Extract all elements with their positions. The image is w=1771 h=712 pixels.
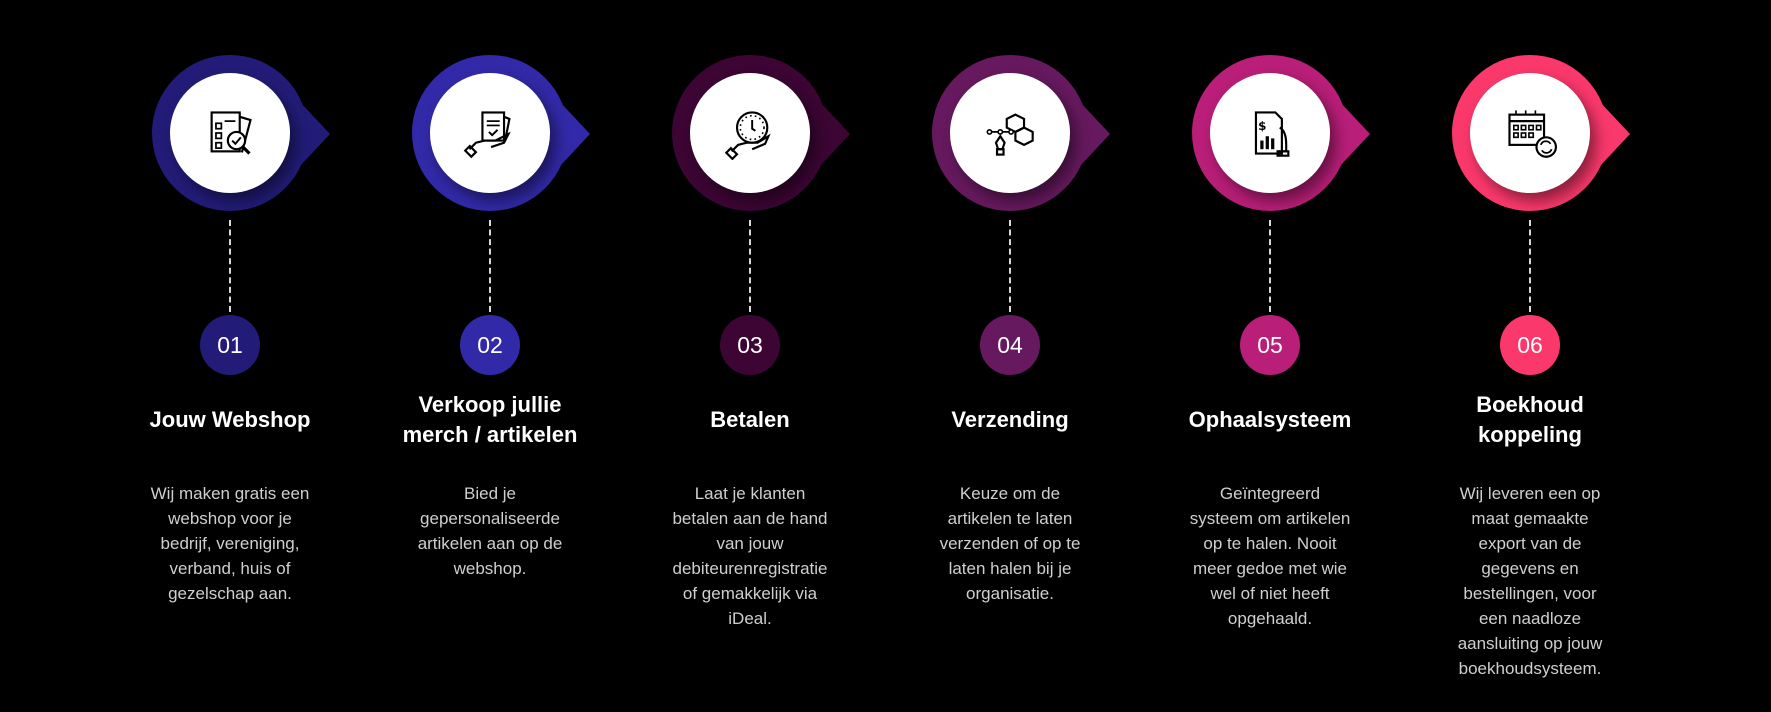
step-title: Jouw Webshop	[100, 405, 360, 435]
step-description-line: laten halen bij je	[948, 559, 1072, 578]
step-title: Verkoop jullie merch / artikelen	[360, 390, 620, 450]
step-description-line: wel of niet heeft	[1210, 584, 1330, 603]
step-description-line: opgehaald.	[1227, 609, 1313, 628]
step-description: Wij maken gratis een webshop voor je bedri…	[110, 481, 350, 606]
step-number: 05	[1240, 315, 1300, 375]
step-icon-ring	[152, 55, 308, 211]
step-description-line: artikelen aan op de	[417, 534, 563, 553]
step-description-line: verzenden of op te	[939, 534, 1081, 553]
step-description-line: betalen aan de hand	[672, 509, 828, 528]
step-description: Wij leveren een op maat gemaakte export va…	[1410, 481, 1650, 681]
step-title-line: merch / artikelen	[402, 422, 578, 447]
step-description-line: organisatie.	[966, 584, 1054, 603]
step-title-line: Verkoop jullie	[418, 392, 562, 417]
step-title-line: Verzending	[951, 407, 1069, 432]
step-description-line: bestellingen, voor	[1463, 584, 1597, 603]
step-description-line: iDeal.	[728, 609, 772, 628]
step-description-line: webshop voor je	[168, 509, 292, 528]
hand-clock-icon	[724, 111, 771, 160]
step-description-line: debiteurenregistratie	[672, 559, 828, 578]
step-title: Betalen	[620, 405, 880, 435]
step-title-line: Betalen	[710, 407, 790, 432]
step-description-line: gepersonaliseerde	[420, 509, 560, 528]
dashed-connector	[229, 220, 231, 312]
hand-financial-report-icon: $	[1254, 111, 1290, 157]
step-description-line: Keuze om de	[959, 484, 1061, 503]
step-description-line: bedrijf, vereniging,	[160, 534, 300, 553]
step-icon-circle	[430, 73, 550, 193]
step-description-line: webshop.	[453, 559, 527, 578]
step-title-line: Boekhoud	[1476, 392, 1584, 417]
dashed-connector	[1009, 220, 1011, 312]
step-number: 03	[720, 315, 780, 375]
step-icon-circle: $	[1210, 73, 1330, 193]
step-description-line: meer gedoe met wie	[1192, 559, 1348, 578]
step-description-line: Wij leveren een op	[1459, 484, 1601, 503]
step-title: Ophaalsysteem	[1140, 405, 1400, 435]
step-title: Verzending	[880, 405, 1140, 435]
step-title-line: Jouw Webshop	[149, 407, 311, 432]
step-description-line: Laat je klanten	[694, 484, 806, 503]
step-description-line: gezelschap aan.	[168, 584, 292, 603]
dashed-connector	[1269, 220, 1271, 312]
step-description-line: systeem om artikelen	[1189, 509, 1351, 528]
step-description-line: een naadloze	[1478, 609, 1582, 628]
pen-tool-cubes-icon	[986, 113, 1034, 156]
step-icon-ring	[1452, 55, 1608, 211]
step-icon-circle	[690, 73, 810, 193]
step-description-line: Geïntegreerd	[1219, 484, 1321, 503]
step-icon-ring	[412, 55, 568, 211]
step-description-line: Wij maken gratis een	[150, 484, 310, 503]
step-description-line: van jouw	[716, 534, 784, 553]
step-description-line: artikelen te laten	[947, 509, 1073, 528]
step-icon-ring: $	[1192, 55, 1348, 211]
document-search-icon	[210, 111, 252, 155]
step-description: Keuze om de artikelen te laten verzenden o…	[890, 481, 1130, 606]
step-description-line: gegevens en	[1481, 559, 1579, 578]
step-icon-circle	[1470, 73, 1590, 193]
step-number: 06	[1500, 315, 1560, 375]
dashed-connector	[489, 220, 491, 312]
step-description: Laat je klanten betalen aan de hand van jo…	[630, 481, 870, 631]
step-icon-circle	[170, 73, 290, 193]
step-title: Boekhoud koppeling	[1400, 390, 1660, 450]
step-description-line: op te halen. Nooit	[1203, 534, 1337, 553]
hand-document-check-icon	[463, 111, 511, 159]
step-icon-ring	[672, 55, 828, 211]
step-description-line: aansluiting op jouw	[1457, 634, 1603, 653]
step-description-line: of gemakkelijk via	[682, 584, 818, 603]
step-title-line: Ophaalsysteem	[1188, 407, 1352, 432]
svg-text:$: $	[1258, 119, 1266, 133]
step-icon-circle	[950, 73, 1070, 193]
step-description-line: export van de	[1478, 534, 1582, 553]
step-title-line: koppeling	[1478, 422, 1582, 447]
step-number: 02	[460, 315, 520, 375]
step-description: Bied je gepersonaliseerde artikelen aan op…	[370, 481, 610, 581]
calendar-sync-icon	[1508, 110, 1557, 158]
step-description: Geïntegreerd systeem om artikelen op te ha…	[1150, 481, 1390, 631]
dashed-connector	[749, 220, 751, 312]
step-description-line: maat gemaakte	[1471, 509, 1589, 528]
step-number: 01	[200, 315, 260, 375]
step-number: 04	[980, 315, 1040, 375]
dashed-connector	[1529, 220, 1531, 312]
step-description-line: boekhoudsysteem.	[1458, 659, 1602, 678]
step-icon-ring	[932, 55, 1088, 211]
step-description-line: Bied je	[464, 484, 516, 503]
step-description-line: verband, huis of	[169, 559, 291, 578]
